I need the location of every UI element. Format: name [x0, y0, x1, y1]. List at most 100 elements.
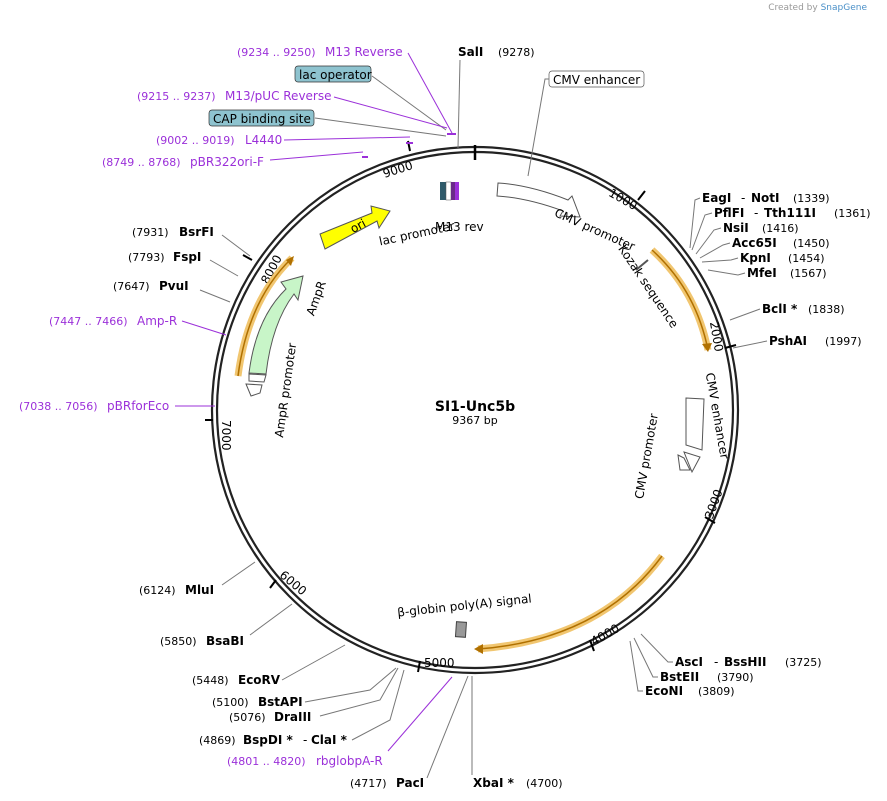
svg-text:MluI: MluI	[185, 583, 214, 597]
primer-range: (9002 .. 9019)	[156, 134, 235, 147]
svg-text:(5100): (5100)	[212, 696, 249, 709]
svg-text:(1339): (1339)	[793, 192, 830, 205]
svg-text:(1838): (1838)	[808, 303, 845, 316]
svg-text:(1450): (1450)	[793, 237, 830, 250]
svg-text:NotI: NotI	[751, 191, 780, 205]
site-xbai: XbaI * (4700)	[471, 676, 563, 790]
lac-region: lac promoter M13 rev	[378, 181, 484, 248]
svg-text:BssHII: BssHII	[724, 655, 766, 669]
svg-text:DraIII: DraIII	[274, 710, 311, 724]
svg-text:-: -	[754, 206, 758, 220]
site-fspi: (7793) FspI	[128, 250, 239, 277]
site-bcli: BclI * (1838)	[729, 302, 845, 321]
globin-mark	[454, 621, 468, 638]
primer-rbglobpa-r: (4801 .. 4820) rbglobpA-R	[227, 676, 453, 768]
primer-name: M13/pUC Reverse	[225, 89, 332, 103]
primer-range: (4801 .. 4820)	[227, 755, 306, 768]
site-bspdi-clai: (4869) BspDI * - ClaI *	[199, 669, 405, 747]
site-ecorv: (5448) EcoRV	[192, 644, 346, 687]
site-nsii: NsiI (1416)	[695, 221, 799, 255]
svg-text:BsaBI: BsaBI	[206, 634, 244, 648]
primer-name: Amp-R	[137, 314, 177, 328]
primer-name: L4440	[245, 133, 282, 147]
site-kpni: KpnI (1454)	[701, 251, 825, 265]
site-sali: SalI (9278)	[457, 45, 535, 149]
tick-2000: 2000	[707, 320, 726, 353]
arrow-right-head	[702, 343, 712, 352]
site-bsabi: (5850) BsaBI	[160, 603, 293, 648]
svg-text:Acc65I: Acc65I	[732, 236, 777, 250]
tick-4000: 4000	[588, 621, 621, 648]
site-bsrfi: (7931) BsrFI	[132, 225, 251, 257]
primer-range: (8749 .. 8768)	[102, 156, 181, 169]
lac-operator-text: lac operator	[299, 68, 372, 82]
svg-text:ClaI *: ClaI *	[311, 733, 348, 747]
lac-operator-box: lac operator	[294, 65, 447, 131]
svg-text:(3809): (3809)	[698, 685, 735, 698]
svg-text:Tth111I: Tth111I	[764, 206, 816, 220]
svg-text:(7647): (7647)	[113, 280, 150, 293]
primer-pbrforeco: (7038 .. 7056) pBRforEco	[19, 399, 215, 413]
svg-text:(4869): (4869)	[199, 734, 236, 747]
svg-text:-: -	[303, 733, 307, 747]
svg-text:PshAI: PshAI	[769, 334, 807, 348]
arrow-bottom	[477, 555, 663, 650]
svg-text:(5448): (5448)	[192, 674, 229, 687]
site-pvui: (7647) PvuI	[113, 279, 231, 303]
tick-3000: 3000	[702, 487, 726, 520]
svg-text:SalI: SalI	[458, 45, 483, 59]
cap-site-box: CAP binding site	[208, 109, 447, 137]
credit-text: Created by	[768, 3, 818, 13]
svg-text:(1567): (1567)	[790, 267, 827, 280]
svg-text:PacI: PacI	[396, 776, 424, 790]
svg-text:KpnI: KpnI	[740, 251, 771, 265]
plasmid-name: SI1-Unc5b	[435, 399, 515, 415]
site-acc65i: Acc65I (1450)	[699, 236, 830, 259]
primer-name: pBRforEco	[107, 399, 169, 413]
svg-text:BspDI *: BspDI *	[243, 733, 293, 747]
arrow-left-head	[286, 256, 294, 266]
arrow-right	[651, 249, 709, 351]
ori-feature: ori	[319, 205, 391, 250]
site-asci-bsshii: AscI - BssHII (3725)	[640, 633, 822, 669]
svg-text:XbaI *: XbaI *	[473, 776, 515, 790]
svg-text:NsiI: NsiI	[723, 221, 749, 235]
arrow-left	[237, 257, 293, 377]
inner-cmv-enhancer-label: CMV enhancer	[703, 372, 732, 460]
svg-text:(1454): (1454)	[788, 252, 825, 265]
arrow-bottom-head	[474, 644, 483, 654]
m13-rev-label: M13 rev	[435, 220, 484, 234]
ampr-label: AmpR	[304, 279, 329, 317]
primer-m13-reverse: (9234 .. 9250) M13 Reverse	[237, 45, 456, 135]
cap-site-text: CAP binding site	[213, 112, 311, 126]
cmv-enhancer-box: CMV enhancer	[527, 70, 645, 177]
site-mfei: MfeI (1567)	[707, 266, 827, 280]
primer-range: (7447 .. 7466)	[49, 315, 128, 328]
tick-7000: 7000	[219, 420, 233, 451]
svg-text:(5076): (5076)	[229, 711, 266, 724]
primer-name: M13 Reverse	[325, 45, 403, 59]
cmv-enhancer-outer	[496, 182, 581, 218]
svg-text:BclI *: BclI *	[762, 302, 798, 316]
svg-text:(4700): (4700)	[526, 777, 563, 790]
svg-text:MfeI: MfeI	[747, 266, 777, 280]
svg-text:BstEII: BstEII	[660, 670, 699, 684]
primer-pbr322ori-f: (8749 .. 8768) pBR322ori-F	[102, 151, 368, 169]
svg-text:(1997): (1997)	[825, 335, 862, 348]
snapgene-logo: SnapGene	[820, 3, 867, 13]
primer-name: rbglobpA-R	[316, 754, 383, 768]
site-eagi-noti: EagI - NotI (1339)	[689, 191, 830, 249]
svg-text:(4717): (4717)	[350, 777, 387, 790]
primer-range: (9215 .. 9237)	[137, 90, 216, 103]
site-econi: EcoNI (3809)	[629, 640, 735, 698]
ori-label: ori	[348, 216, 368, 236]
svg-text:EcoNI: EcoNI	[645, 684, 683, 698]
site-pflfi-tth111i: PflFI - Tth111I (1361)	[691, 206, 871, 251]
svg-text:PvuI: PvuI	[159, 279, 189, 293]
svg-text:(6124): (6124)	[139, 584, 176, 597]
svg-text:(1416): (1416)	[762, 222, 799, 235]
cmv-enhancer-text: CMV enhancer	[553, 73, 640, 87]
tick-marks	[205, 140, 737, 673]
globin-label: β-globin poly(A) signal	[397, 592, 533, 620]
